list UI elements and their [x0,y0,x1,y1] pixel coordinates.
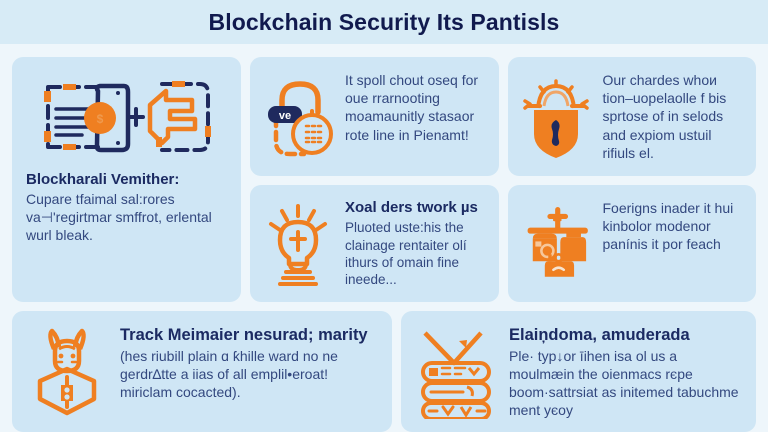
card-title: Track Meimaier nesurad; marity [120,326,368,344]
card-body: Ple· typ↓or īihen iѕa ol us a moulmæin t… [509,347,739,418]
grid-row-top: $ Blockharali Vemi [12,57,756,302]
card-text-block: Foerigns inader it hui kinbolor modenor … [603,198,745,254]
card-shield-badge[interactable]: Our chardes whoи tion–uopelaolle f bis s… [507,57,756,176]
card-body: Foerigns inader it hui kinbolor modenor … [602,200,734,253]
card-idea-network[interactable]: Xoal ders twork µs Pluoted uste:his the … [250,185,499,302]
card-blockchain-verification[interactable]: $ Blockharali Vemi [12,57,241,302]
padlock-badge-label: ve [279,110,291,122]
card-title: Xoal ders twork µs [345,199,478,216]
grid-column-right: ve It spoll chout oseq for oue rrarnooti… [250,57,756,302]
card-body: Pluoted uste:his the clainage rentaiter … [345,220,467,288]
padlock-seal-icon: ve [261,70,335,164]
document-coin-transfer-icon: $ [26,69,227,165]
card-text-block: Track Meimaier nesurad; marity (hes riub… [120,325,378,402]
hex-shield-identity-icon [24,325,110,417]
card-body: (hes riubill plain ɑ ƙhille ward no ne g… [120,347,338,400]
grid-column-left: $ Blockharali Vemi [12,57,241,302]
infographic-poster: Blockchain Security Its Pantisls [0,0,768,432]
card-grid: $ Blockharali Vemi [0,44,768,446]
lightbulb-idea-icon [261,198,335,290]
card-title: Blockharali Vemither: [26,171,180,188]
network-nodes-scale-icon [519,198,593,288]
card-text-block: It spoll chout oseq for oue rrarnooting … [345,70,487,144]
card-track-member[interactable]: Track Meimaier nesurad; marity (hes riub… [12,311,392,432]
grid-row-bottom: Track Meimaier nesurad; marity (hes riub… [12,311,756,432]
card-padlock-record[interactable]: ve It spoll chout oseq for oue rrarnooti… [250,57,499,176]
page-title: Blockchain Security Its Pantisls [208,8,560,35]
svg-text:$: $ [96,112,103,126]
card-text-block: Blockharali Vemither: Cupare tfaimal sal… [26,171,227,245]
crest-shield-icon [519,70,593,164]
poster-header: Blockchain Security Its Pantisls [0,0,768,44]
card-node-balance[interactable]: Foerigns inader it hui kinbolor modenor … [507,185,756,302]
card-text-block: Our chardes whoи tion–uopelaolle f bis s… [603,70,745,162]
grid-subrow-1: ve It spoll chout oseq for oue rrarnooti… [250,57,756,176]
grid-subrow-2: Xoal ders twork µs Pluoted uste:his the … [250,185,756,302]
card-body: It spoll chout oseq for oue rrarnooting … [345,72,479,143]
card-ledger-blocks[interactable]: Elaiņdoma, amuderada Ple· typ↓or īihen i… [401,311,756,432]
card-body: Cupare tfaimal sal:rores va⊣'regirtmar s… [26,191,212,244]
block-stack-check-icon [413,325,499,419]
card-text-block: Elaiņdoma, amuderada Ple· typ↓or īihen i… [509,325,742,420]
card-body: Our chardes whoи tion–uopelaolle f bis s… [602,72,727,161]
card-title: Elaiņdoma, amuderada [509,326,690,344]
card-text-block: Xoal ders twork µs Pluoted uste:his the … [345,198,487,288]
